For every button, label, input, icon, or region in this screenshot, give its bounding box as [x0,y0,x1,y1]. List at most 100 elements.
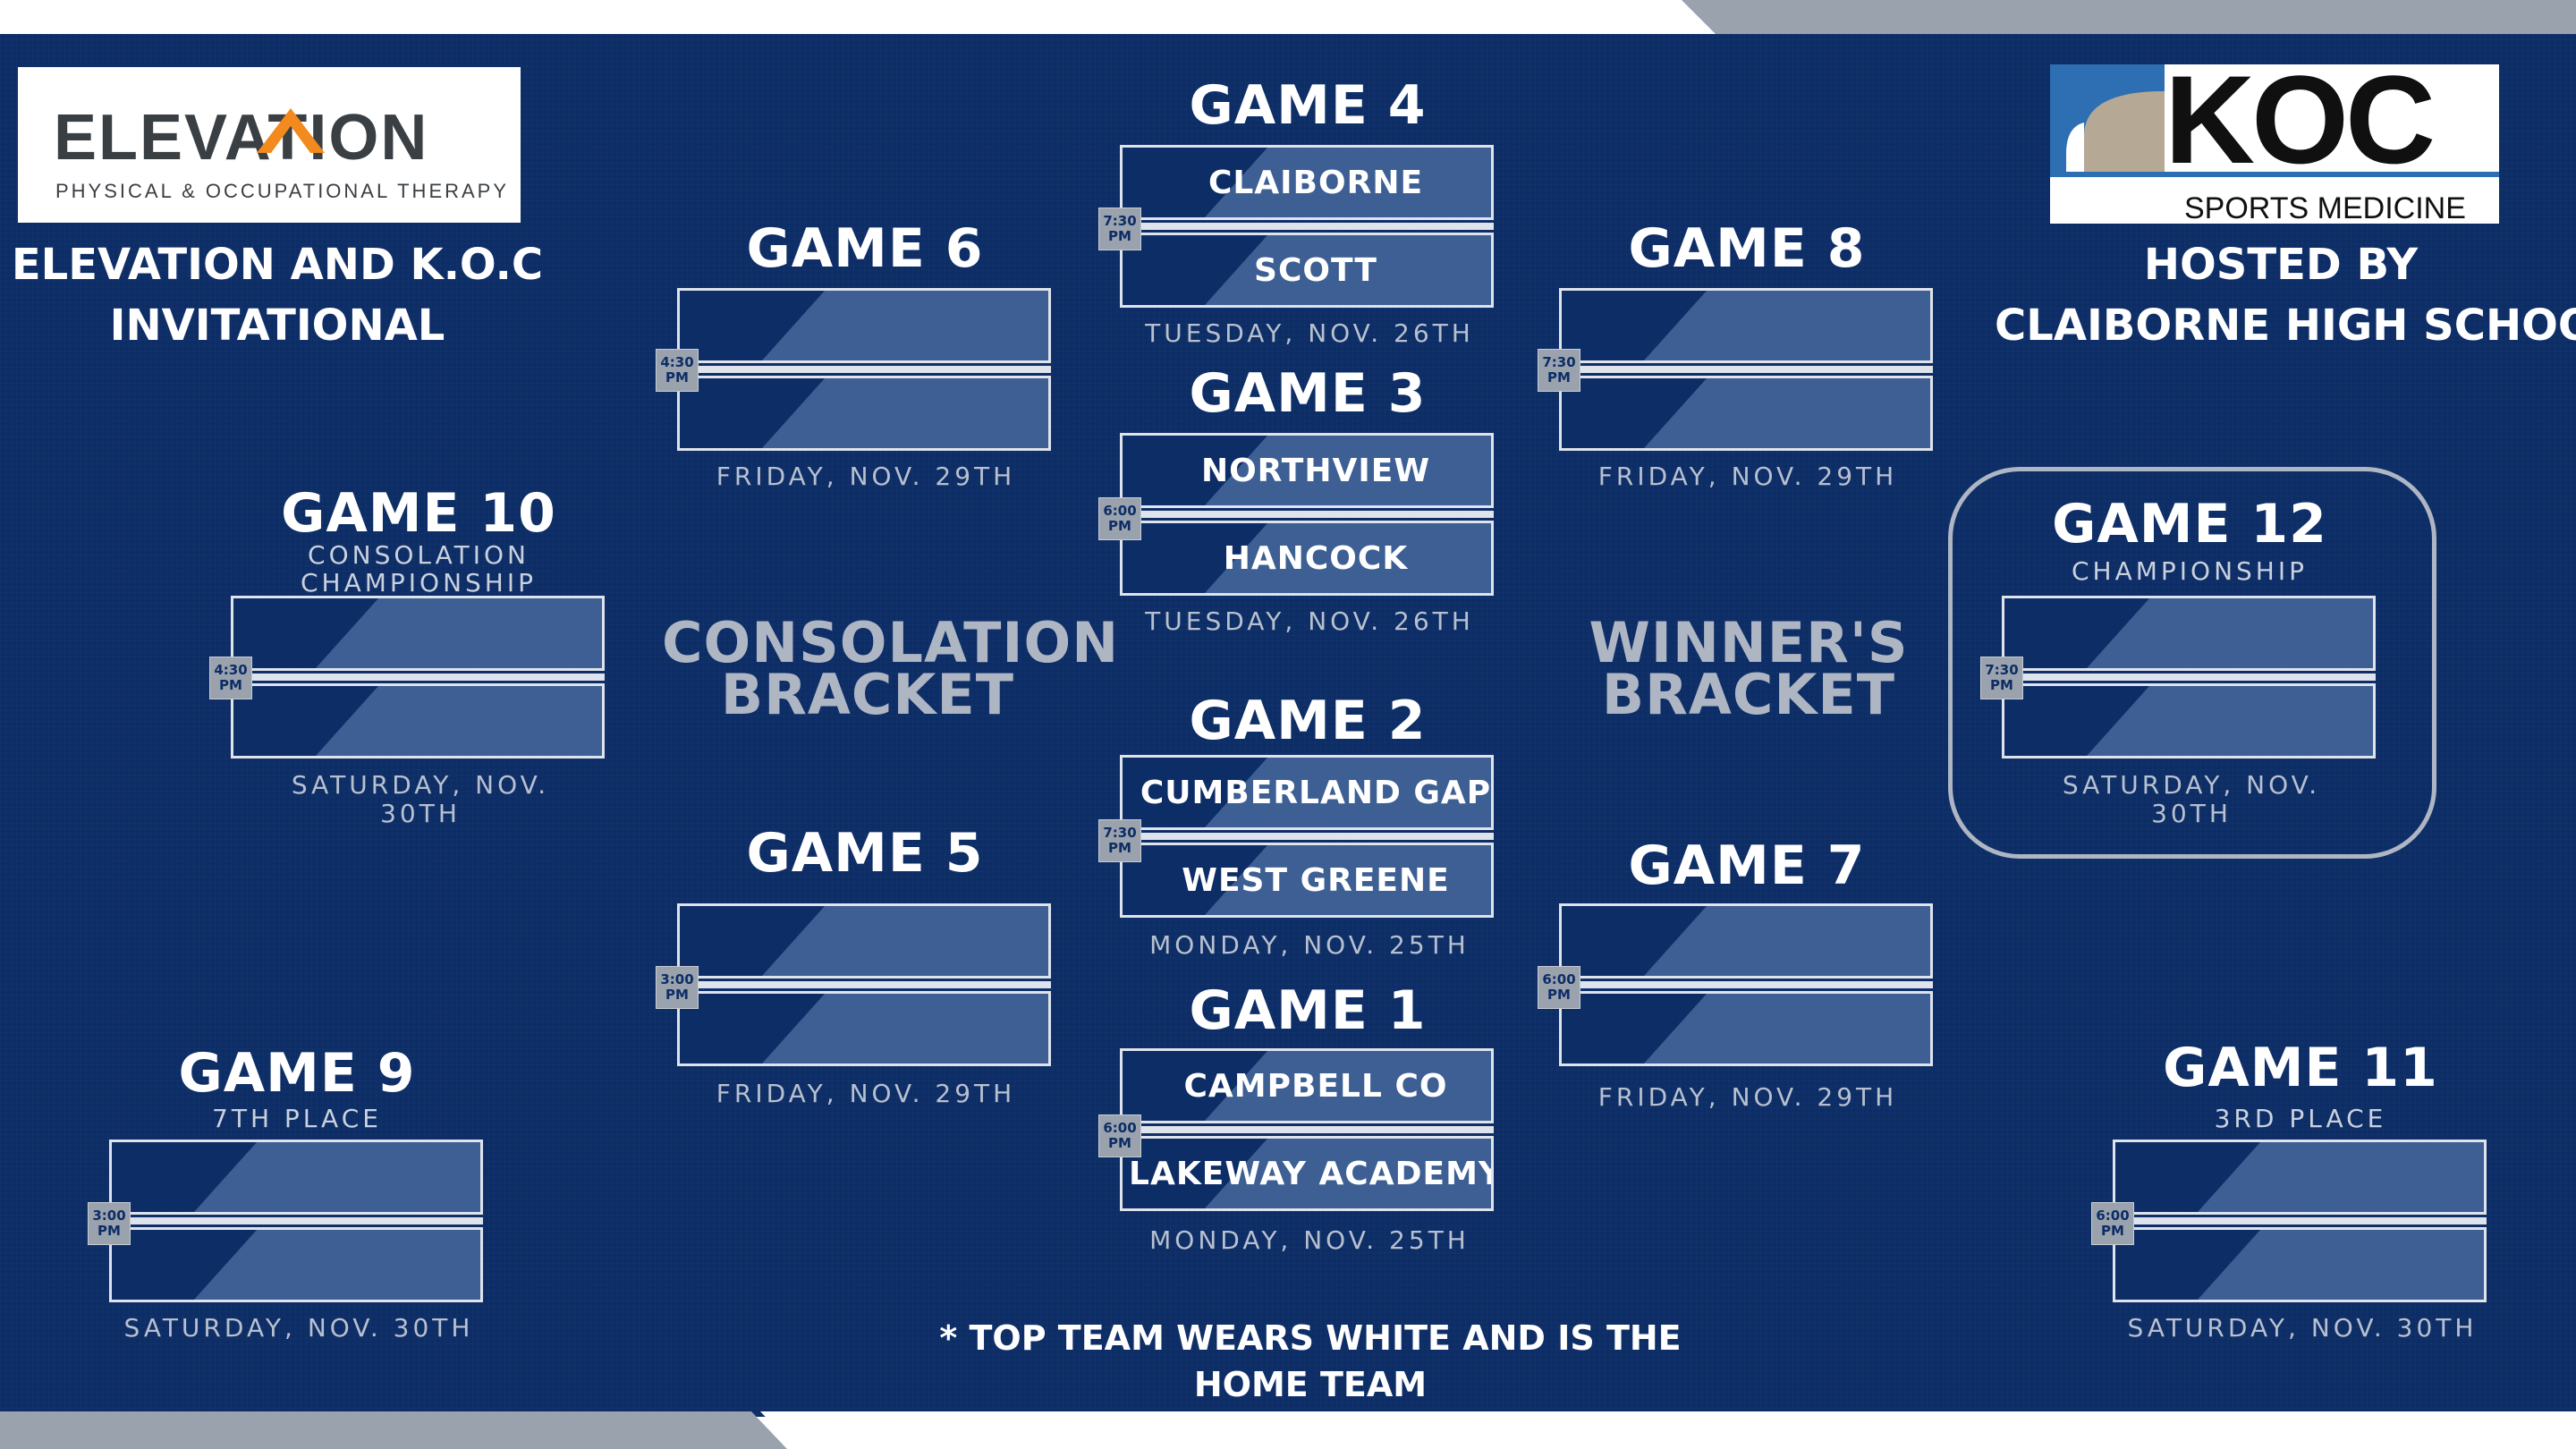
g8-top-team-name [1562,291,1930,360]
g10-date: SATURDAY, NOV.30TH [188,771,653,828]
host-title-line-1: HOSTED BY [2143,240,2419,290]
g9-subtitle: 7TH PLACE [212,1104,382,1133]
g1-slot-connector [1120,1126,1494,1133]
consolation-label-line-1: CONSOLATION [662,610,1120,675]
g1-top-team-slot: CAMPBELL CO [1120,1048,1494,1123]
g11-time-period: PM [2101,1223,2124,1239]
g6-time-period: PM [665,369,689,386]
g9-top-team-name [112,1142,480,1212]
g9-slot-connector [109,1217,483,1224]
g7-time-value: 6:00 [1542,971,1576,987]
g12-top-team-slot [2002,596,2376,671]
g9-time-period: PM [97,1223,121,1239]
g5-date: FRIDAY, NOV. 29TH [716,1079,1016,1108]
g5-top-team-name [680,906,1048,976]
g4-time-value: 7:30 [1103,213,1137,229]
tournament-title-line-2: INVITATIONAL [109,301,445,351]
g8-time-period: PM [1547,369,1571,386]
g7-date: FRIDAY, NOV. 29TH [1597,1082,1898,1112]
g1-title: GAME 1 [1189,979,1427,1042]
g11-bottom-team-name [2115,1230,2484,1300]
g3-top-team-name: NORTHVIEW [1200,452,1431,489]
g4-time-period: PM [1108,228,1131,244]
elevation-logo-tagline: PHYSICAL & OCCUPATIONAL THERAPY [55,180,510,202]
g1-time-period: PM [1108,1135,1131,1151]
g2-time-period: PM [1108,840,1131,856]
g5-title: GAME 5 [746,822,984,885]
g3-time-value: 6:00 [1103,503,1137,519]
g11-top-team-name [2115,1142,2484,1212]
g4-top-team-name: CLAIBORNE [1208,164,1424,201]
home-team-note-line-1: * TOP TEAM WEARS WHITE AND IS THE [939,1318,1682,1358]
winners-label-line-2: BRACKET [1601,662,1896,727]
winners-bracket-label: WINNER'S BRACKET [1556,610,1941,727]
g10-slot-connector [231,674,605,681]
g10-bottom-team-name [233,686,602,756]
g11-date: SATURDAY, NOV. 30TH [2127,1313,2478,1343]
g1-bottom-team-slot: LAKEWAY ACADEMY [1120,1136,1494,1211]
g9-date: SATURDAY, NOV. 30TH [123,1313,474,1343]
g7-title: GAME 7 [1628,835,1866,897]
g1-time-value: 6:00 [1103,1120,1137,1136]
g9-bottom-team-slot [109,1227,483,1302]
g7-bottom-team-name [1562,994,1930,1063]
g6-title: GAME 6 [746,217,984,280]
g2-top-team-slot: CUMBERLAND GAP [1120,755,1494,830]
g4-bottom-team-slot: SCOTT [1120,233,1494,308]
g11-title: GAME 11 [2163,1037,2438,1099]
g10-subtitle-line: CHAMPIONSHIP [300,567,537,597]
g8-bottom-team-slot [1559,376,1933,451]
g8-date: FRIDAY, NOV. 29TH [1597,462,1898,491]
g11-top-team-slot [2113,1140,2487,1215]
consolation-bracket-label: CONSOLATION BRACKET [662,610,1120,723]
g4-date: TUESDAY, NOV. 26TH [1145,318,1474,348]
bottom-white-bar [760,1411,2576,1449]
tournament-title-line-1: ELEVATION AND K.O.C [11,240,544,290]
home-team-note-line-2: HOME TEAM [1193,1365,1428,1404]
g12-bottom-team-slot [2002,683,2376,758]
g8-slot-connector [1559,366,1933,373]
g11-bottom-team-slot [2113,1227,2487,1302]
bottom-accent-bar [0,1411,787,1449]
g2-slot-connector [1120,833,1494,840]
g2-top-team-name: CUMBERLAND GAP [1140,774,1492,811]
g3-bottom-team-slot: HANCOCK [1120,521,1494,596]
koc-logo-tagline: SPORTS MEDICINE [2184,191,2466,225]
g10-bottom-team-slot [231,683,605,758]
koc-logo-line [2050,172,2499,177]
g12-time-value: 7:30 [1985,662,2019,678]
g9-bottom-team-name [112,1230,480,1300]
elevation-logo-word: ELEVATION [54,102,429,174]
g5-bottom-team-slot [677,991,1051,1066]
g5-slot-connector [677,981,1051,988]
g3-bottom-team-name: HANCOCK [1223,539,1409,577]
g10-time-period: PM [219,677,242,693]
g6-slot-connector [677,366,1051,373]
g2-bottom-team-name: WEST GREENE [1182,861,1450,899]
home-team-note: * TOP TEAM WEARS WHITE AND IS THE HOME T… [930,1315,1690,1408]
koc-logo: KOC SPORTS MEDICINE [2050,57,2499,225]
g7-time-period: PM [1547,987,1571,1003]
g3-top-team-slot: NORTHVIEW [1120,433,1494,508]
g2-title: GAME 2 [1189,690,1427,752]
g12-title: GAME 12 [2052,493,2327,555]
winners-label-line-1: WINNER'S [1589,610,1909,675]
g12-bottom-team-name [2004,686,2373,756]
g11-time-value: 6:00 [2096,1208,2130,1224]
g9-top-team-slot [109,1140,483,1215]
g4-bottom-team-name: SCOTT [1254,251,1377,289]
g11-slot-connector [2113,1217,2487,1224]
tournament-title: ELEVATION AND K.O.C INVITATIONAL [0,234,555,356]
g8-bottom-team-name [1562,378,1930,448]
koc-logo-word: KOC [2165,49,2436,190]
